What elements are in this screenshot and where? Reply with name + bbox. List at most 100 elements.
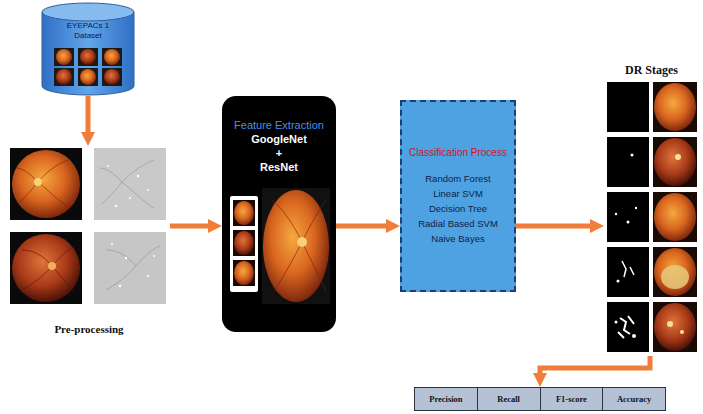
- dataset-thumbnails-part-part: [56, 49, 72, 65]
- preprocessing-images-part: [129, 197, 131, 199]
- feature-images-part: [234, 201, 254, 225]
- dataset-thumbnails-part-part: [78, 48, 98, 66]
- dataset-thumbnails-part-part: [80, 49, 96, 65]
- dataset-cylinder-art-part: [42, 3, 134, 21]
- dataset-thumbnails-part-part: [102, 68, 122, 86]
- feature-images-part: [297, 237, 307, 247]
- dr-stage-images-part-part: [661, 265, 689, 289]
- preprocessing-images-part: [94, 232, 166, 304]
- dataset-thumbnails-part-part: [54, 68, 74, 86]
- metric-cell: Accuracy: [603, 387, 666, 411]
- model-names: GoogleNet + ResNet: [248, 132, 310, 174]
- box-title: Feature Extraction: [234, 118, 324, 132]
- feature-images-part: [263, 190, 329, 302]
- preprocessing-images-part: [125, 257, 127, 259]
- dr-stage-images-part-part: [675, 154, 681, 160]
- preprocessing-images-part: [153, 255, 155, 257]
- dr-stage-images-part-part: [615, 213, 617, 215]
- dr-stage-images-part: [607, 82, 697, 132]
- dr-stage-images-part-part: [635, 207, 637, 209]
- dr-stage-images-part: [607, 302, 697, 352]
- feature-images-part: [262, 188, 330, 304]
- dataset-thumbnails-part-part: [104, 69, 120, 85]
- dr-stage-images-part: [607, 192, 697, 242]
- preprocessing-images-part: [48, 262, 56, 270]
- dr-stage-images-part-part: [607, 137, 649, 187]
- preprocessing-images-part: [106, 246, 160, 290]
- preprocessing-images-part: [94, 148, 166, 220]
- preprocessing-images-part: [107, 165, 109, 167]
- dr-stage-images-part-part: [654, 138, 696, 186]
- dr-stage-images-part-part: [607, 192, 649, 242]
- preprocessing-images-part: [147, 189, 149, 191]
- preprocessing-images-part: [34, 178, 42, 186]
- metric-cell: Recall: [478, 387, 541, 411]
- feature-images-part: [272, 200, 326, 292]
- dr-stage-images-part-part: [607, 302, 649, 352]
- dr-stage-images-part-part: [654, 83, 696, 131]
- classifier-name: Radial Based SVM: [418, 216, 498, 231]
- feature-images-part: [234, 231, 254, 255]
- flow-arrow: [86, 96, 91, 132]
- classifier-name: Decision Tree: [429, 201, 487, 216]
- dataset-thumbnails-part-part: [56, 69, 72, 85]
- section-label: Pre-processing: [54, 322, 123, 336]
- flow-arrow: [540, 356, 650, 373]
- classifier-name: Linear SVM: [433, 186, 483, 201]
- preprocessing-images-part: [100, 160, 154, 208]
- feature-images-part: [233, 200, 255, 226]
- classifier-name: Random Forest: [425, 171, 490, 186]
- dr-stage-images-part: [607, 137, 697, 187]
- preprocessing-images-part: [12, 234, 80, 302]
- flow-arrow: [170, 224, 208, 229]
- dataset-thumbnails-part-part: [104, 49, 120, 65]
- preprocessing-images-part: [115, 205, 117, 207]
- dataset-thumbnails-part-part: [80, 69, 96, 85]
- dataset-cylinder-art-part: [42, 12, 134, 95]
- feature-images-part: [234, 261, 254, 285]
- flow-arrow: [516, 224, 590, 229]
- dr-stage-images-part-part: [607, 82, 649, 132]
- dr-stage-images-part-part: [622, 261, 634, 277]
- metrics-table: PrecisionRecallF1-scoreAccuracy: [414, 387, 666, 411]
- preprocessing-images-part: [137, 175, 139, 177]
- flow-arrow: [336, 224, 386, 229]
- preprocessing-panel: Pre-processing: [8, 146, 170, 340]
- dataset-label: EYEPACs 1 Dataset: [54, 21, 122, 41]
- dr-stage-images-part-part: [653, 137, 697, 187]
- dr-stage-images-part-part: [631, 154, 634, 157]
- dr-stage-images-part-part: [654, 303, 696, 351]
- preprocessing-images-part: [22, 246, 76, 292]
- dr-stage-images-part-part: [615, 321, 618, 324]
- dr-stage-images-part-part: [667, 321, 673, 327]
- dataset-thumbnails-part-part: [78, 68, 98, 86]
- dataset-thumbnails-part: [54, 48, 122, 86]
- preprocessing-images: [8, 146, 170, 310]
- dr-stage-images-part-part: [653, 302, 697, 352]
- classifier-name: Naive Bayes: [431, 231, 484, 246]
- preprocessing-images-part: [12, 150, 80, 218]
- dr-stage-images-part-part: [627, 221, 630, 224]
- dr-stage-images: [604, 60, 699, 356]
- dr-stage-images-part-part: [632, 334, 636, 338]
- metric-cell: Precision: [414, 387, 478, 411]
- dr-stage-images-part-part: [654, 193, 696, 241]
- dr-stage-images-part-part: [680, 330, 684, 334]
- preprocessing-images-part: [10, 232, 82, 304]
- metric-cell: F1-score: [541, 387, 604, 411]
- feature-images-part: [233, 230, 255, 256]
- section-title: DR Stages: [625, 63, 678, 78]
- feature-images-part: [230, 196, 258, 292]
- dr-stage-images-part-part: [653, 247, 697, 297]
- preprocessing-images-part: [119, 285, 121, 287]
- feature-images: [222, 96, 336, 332]
- dr-stage-images-part-part: [653, 82, 697, 132]
- preprocessing-images-part: [10, 148, 82, 220]
- classification-box: Classification ProcessRandom ForestLinea…: [400, 100, 516, 292]
- preprocessing-images-part: [111, 243, 113, 245]
- dr-stage-images-part-part: [618, 316, 634, 338]
- dataset-cylinder: EYEPACs 1 Dataset: [40, 2, 136, 96]
- preprocessing-images-part: [16, 160, 70, 208]
- dr-stage-images-part-part: [617, 280, 620, 283]
